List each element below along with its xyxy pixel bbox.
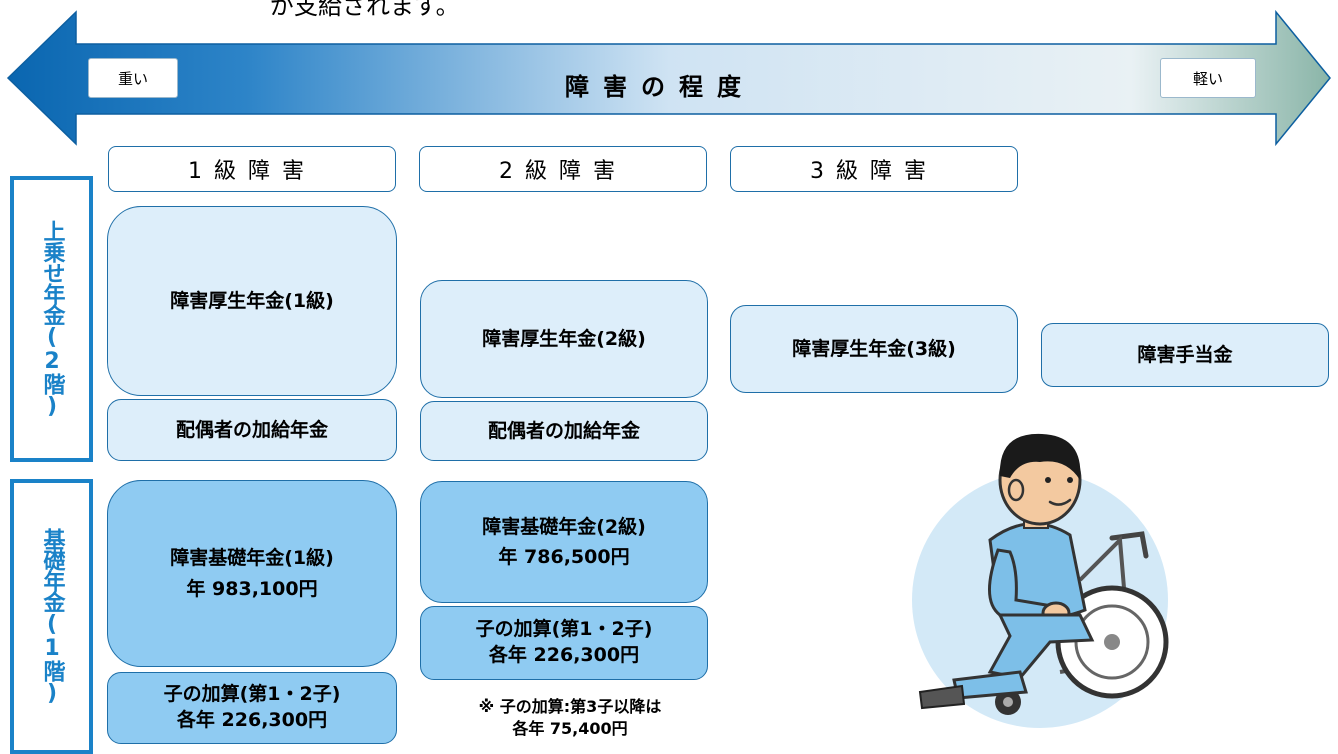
heavy-label: 重い: [88, 58, 178, 98]
upper-tier-text: 上乗せ年金(2階): [39, 220, 65, 418]
grade-2-spouse-supplement: 配偶者の加給年金: [420, 401, 708, 461]
note-line-2: 各年 75,400円: [512, 719, 628, 739]
lower-tier-text: 基礎年金(1階): [39, 528, 65, 705]
grade-3-employee-pension: 障害厚生年金(3級): [730, 305, 1018, 393]
grade-1-basic-pension: 障害基礎年金(1級) 年 983,100円: [107, 480, 397, 667]
disability-allowance: 障害手当金: [1041, 323, 1329, 387]
severity-arrow: [6, 9, 1331, 147]
wheelchair-person-illustration: [912, 433, 1169, 728]
light-label: 軽い: [1160, 58, 1256, 98]
grade-2-child-amount: 各年 226,300円: [488, 644, 640, 666]
grade-2-employee-pension: 障害厚生年金(2級): [420, 280, 708, 398]
grade-1-spouse-supplement: 配偶者の加給年金: [107, 399, 397, 461]
upper-tier-label: 上乗せ年金(2階): [10, 176, 93, 462]
grade-2-header: 2級障害: [419, 146, 707, 192]
third-child-note: ※ 子の加算:第3子以降は 各年 75,400円: [420, 696, 720, 741]
grade-1-child-title: 子の加算(第1・2子): [163, 683, 341, 706]
grade-1-child-supplement: 子の加算(第1・2子) 各年 226,300円: [107, 672, 397, 744]
grade-2-basic-amount: 年 786,500円: [498, 546, 630, 568]
grade-3-header: 3級障害: [730, 146, 1018, 192]
arrow-title: 障害の程度: [565, 72, 755, 101]
grade-2-basic-pension: 障害基礎年金(2級) 年 786,500円: [420, 481, 708, 603]
grade-1-child-amount: 各年 226,300円: [176, 709, 328, 731]
grade-1-employee-pension: 障害厚生年金(1級): [107, 206, 397, 396]
grade-1-header: 1級障害: [108, 146, 396, 192]
grade-1-basic-title: 障害基礎年金(1級): [170, 547, 334, 570]
lower-tier-label: 基礎年金(1階): [10, 479, 93, 754]
grade-2-basic-title: 障害基礎年金(2級): [482, 515, 646, 538]
note-line-1: ※ 子の加算:第3子以降は: [478, 697, 662, 716]
grade-2-child-title: 子の加算(第1・2子): [475, 618, 653, 641]
grade-2-child-supplement: 子の加算(第1・2子) 各年 226,300円: [420, 606, 708, 680]
intro-text: が支給されます。: [270, 0, 460, 20]
grade-1-basic-amount: 年 983,100円: [186, 577, 318, 600]
